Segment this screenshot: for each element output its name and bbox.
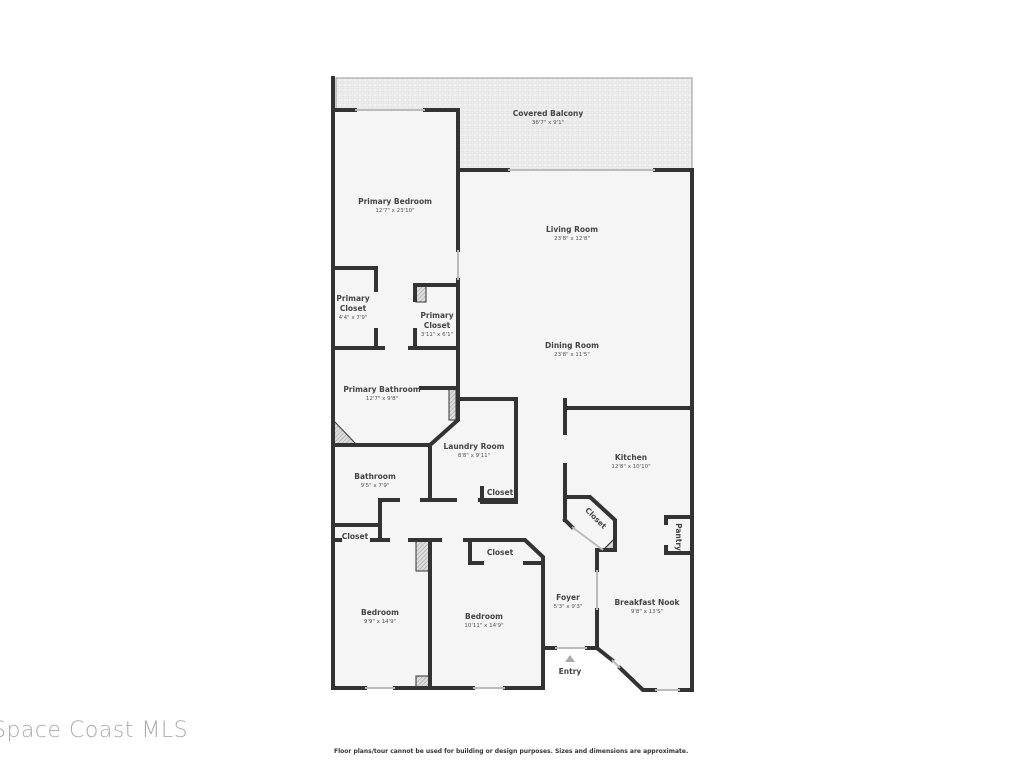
room-name-primary-bedroom: Primary Bedroom bbox=[358, 197, 432, 206]
room-dims-bedroom-2: 10'11" x 14'9" bbox=[464, 623, 503, 629]
room-name-primary-closet-1b: Closet bbox=[340, 304, 367, 313]
room-name-primary-closet-2b: Closet bbox=[424, 321, 451, 330]
room-name-bathroom: Bathroom bbox=[354, 472, 396, 481]
entry-label: Entry bbox=[559, 667, 582, 676]
room-name-laundry-room: Laundry Room bbox=[444, 442, 505, 451]
room-name-breakfast-nook: Breakfast Nook bbox=[614, 598, 680, 607]
room-dims-dining-room: 23'8" x 11'5" bbox=[554, 352, 590, 358]
walls bbox=[331, 76, 694, 692]
room-name-hall-closet: Closet bbox=[342, 532, 369, 541]
room-name-bedroom2-closet: Closet bbox=[487, 548, 514, 557]
room-dims-balcony: 36'7" x 9'1" bbox=[532, 120, 564, 126]
room-dims-primary-bedroom: 12'7" x 23'10" bbox=[375, 208, 414, 214]
room-name-bedroom-1: Bedroom bbox=[361, 608, 399, 617]
room-name-pantry: Pantry bbox=[674, 523, 683, 551]
room-labels: Covered Balcony 36'7" x 9'1" Primary Bed… bbox=[336, 109, 683, 676]
room-name-living-room: Living Room bbox=[546, 225, 598, 234]
room-name-primary-closet-1: Primary bbox=[336, 294, 369, 303]
windows bbox=[355, 109, 680, 691]
room-dims-primary-bathroom: 12'7" x 9'8" bbox=[366, 396, 398, 402]
room-dims-breakfast-nook: 9'8" x 13'5" bbox=[631, 609, 663, 615]
entry-arrow-icon bbox=[565, 655, 575, 662]
room-name-kitchen: Kitchen bbox=[615, 453, 647, 462]
room-name-laundry-closet: Closet bbox=[487, 488, 514, 497]
room-name-foyer: Foyer bbox=[556, 593, 580, 602]
room-name-bedroom-2: Bedroom bbox=[465, 612, 503, 621]
room-name-dining-room: Dining Room bbox=[545, 341, 599, 350]
room-dims-kitchen: 12'8" x 10'10" bbox=[611, 464, 650, 470]
room-name-primary-closet-2: Primary bbox=[420, 311, 453, 320]
room-dims-primary-closet-2: 3'11" x 6'1" bbox=[421, 332, 453, 338]
watermark: Space Coast MLS bbox=[0, 718, 189, 743]
room-name-primary-bathroom: Primary Bathroom bbox=[343, 385, 421, 394]
disclaimer: Floor plans/tour cannot be used for buil… bbox=[334, 748, 689, 755]
room-dims-bathroom: 9'5" x 7'9" bbox=[361, 483, 390, 489]
room-dims-laundry-room: 8'8" x 9'11" bbox=[458, 453, 490, 459]
room-dims-bedroom-1: 9'9" x 14'9" bbox=[364, 619, 396, 625]
room-name-balcony: Covered Balcony bbox=[513, 109, 584, 118]
room-dims-foyer: 5'3" x 9'3" bbox=[554, 604, 583, 610]
room-dims-primary-closet-1: 4'4" x 7'9" bbox=[339, 315, 368, 321]
room-dims-living-room: 23'8" x 12'8" bbox=[554, 236, 590, 242]
